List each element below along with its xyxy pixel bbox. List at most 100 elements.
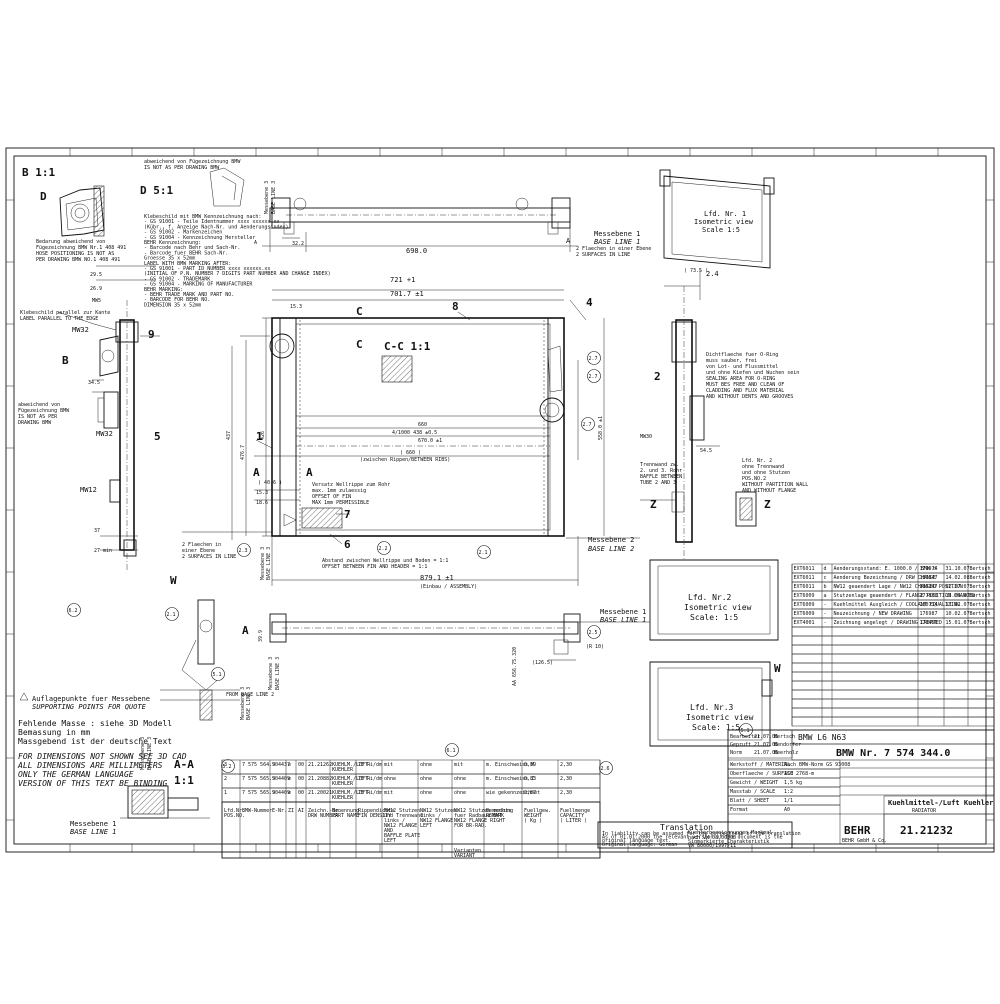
iso-view-1: Lfd. Nr. 1 Isometric view Scale 1:5	[659, 169, 775, 269]
pos2-line-5: WITHOUT PARTITION WALL	[742, 482, 808, 488]
deviation-left-line-3: HOSE POSITIONING IS NOT AS	[36, 251, 114, 257]
balloon-9: 9	[148, 328, 155, 341]
drawing-number: 21.21232	[900, 824, 953, 837]
pos2-line-4: POS.NO.2	[742, 476, 766, 482]
parts-header-cell: FOR BR-RAD.	[454, 823, 487, 829]
detail-aa-scale: 1:1	[174, 774, 194, 787]
parts-cell: 75 Ri/dm	[358, 762, 382, 768]
base-line-3-w-en: BASE LINE 3	[246, 687, 252, 720]
view-a-letter-bottom: A	[242, 624, 249, 637]
detail-d-label: D 5:1	[140, 184, 173, 197]
partition-line-2: 2. und 3. Rohr	[640, 468, 682, 474]
iso-1-title: Lfd. Nr. 1	[704, 210, 746, 218]
revision-cell: Bertsch	[970, 575, 991, 581]
dim-660: 660	[418, 422, 427, 428]
grid-ref-balloon: 2.7	[583, 422, 592, 428]
revision-cell: Aenderungsstand: E. 1000.0 / BMW d	[834, 566, 936, 572]
parts-header-cell: LEFT	[384, 838, 396, 844]
revision-cell: Bertsch	[970, 566, 991, 572]
revision-cell: EXT6011	[794, 575, 815, 581]
grid-ref-balloon: 2.7	[589, 374, 598, 380]
parts-cell: mit	[454, 762, 463, 768]
sign-row-label: Bearbeiter	[730, 734, 760, 740]
revision-cell: 176456	[920, 620, 938, 626]
iso-1-subtitle: Isometric view	[694, 218, 754, 226]
revision-cell: 13.02.07	[946, 602, 970, 608]
dim-34-5: 34.5	[88, 380, 100, 386]
balloon-4: 4	[586, 296, 593, 309]
iso-2-scale: Scale: 1:5	[690, 613, 738, 622]
missing-dims-line-4: FOR DIMENSIONS NOT SHOWN SEE 3D CAD	[18, 752, 187, 761]
revision-cell: 186347	[920, 584, 938, 590]
label-list: Klebeschild mit BMW Kennzeichnung nach:-…	[144, 214, 331, 308]
revision-cell: 186347	[920, 575, 938, 581]
parts-cell: 21.20021	[308, 790, 332, 796]
dim-37: 37	[94, 528, 100, 534]
parts-header-cell: Zeichn.-Nr.	[308, 808, 341, 814]
base-line-1-aa-en: BASE LINE 1	[70, 828, 116, 836]
parts-cell: KUEHLER	[332, 767, 354, 773]
behr-logo: BEHR	[844, 824, 871, 837]
title-field-label: Format	[730, 807, 748, 813]
parts-cell: e	[288, 776, 291, 782]
translation-box: Translation In liability can be assumed …	[597, 821, 801, 849]
dim-26-9: 26.9	[90, 286, 102, 292]
behr-company: BEHR GmbH & Co.	[842, 838, 887, 844]
parts-cell: KUEHLM./LUFT-	[332, 762, 371, 768]
right-side-view: ( 73.5 ) 2.4 2 Z Z MW30 54.5 Dichtflaech…	[640, 268, 808, 560]
sign-row-date: 21.07.06	[754, 734, 778, 740]
revision-cell: b	[824, 584, 827, 590]
mw-label-3: MW32	[96, 430, 113, 438]
label-note-group: abweichend von Fügezeichnung BMW IS NOT …	[144, 159, 331, 308]
sign-row-name: Beerholz	[774, 750, 798, 756]
parts-header-cell: Fuellmenge	[560, 808, 590, 814]
revision-cell: c	[824, 575, 827, 581]
section-c-letter-top: C	[356, 305, 363, 318]
parts-header-cell: Rippendichte	[358, 808, 394, 814]
dim-73: ( 73.5 )	[684, 268, 708, 274]
parts-header-cell: Fuellgew.	[524, 808, 551, 814]
two-surfaces-top-1: 2 Flaechen in einer Ebene	[576, 246, 651, 252]
two-surfaces-top-2: 2 SURFACES IN LINE	[576, 252, 630, 258]
iso-2-title: Lfd. Nr.2	[688, 593, 732, 602]
revision-cell: 176987	[920, 611, 938, 617]
translation-doc-title: Kuehlerbezeichnungen Merkmal	[688, 830, 772, 836]
dim-721: 721 +1	[390, 276, 415, 284]
parts-cell: wie gekennzeichnet	[486, 790, 540, 796]
title-field-label: Oberflaeche / SURFACE	[730, 771, 793, 777]
revision-cell: EXT6011	[794, 584, 815, 590]
lower-left-notes: Auflagepunkte fuer Messebene SUPPORTING …	[17, 692, 187, 788]
revision-cell: 10.02.07	[946, 611, 970, 617]
revision-cell: -	[824, 620, 827, 626]
parts-header-cell: AND	[384, 828, 393, 834]
section-cc-label: C-C 1:1	[384, 340, 431, 353]
base-line-3-aa-de: Messebene 3	[140, 737, 146, 770]
detail-d-letter: D	[40, 190, 47, 203]
parts-cell: m. Einschweiss M	[486, 762, 534, 768]
iso-1-scale: Scale 1:5	[702, 226, 740, 234]
label-list-line-1: Klebeschild mit BMW Kennzeichnung nach:	[144, 214, 261, 220]
parts-cell: 2,30	[560, 790, 572, 796]
parts-cell: ohne	[420, 790, 432, 796]
parts-cell: e	[288, 790, 291, 796]
translation-line-3: original language text.	[602, 838, 671, 844]
dim-r10: (R 10)	[586, 644, 604, 650]
grid-ref-balloon: 5.1	[213, 672, 222, 678]
parts-cell: e	[288, 762, 291, 768]
parts-cell: ohne	[454, 776, 466, 782]
parts-cell: 00	[298, 790, 304, 796]
missing-dims-line-7: VERSION OF THIS TEXT BE BINDING	[18, 779, 167, 788]
revision-cell: 02.07.07	[946, 584, 970, 590]
parts-cell: ohne	[384, 776, 396, 782]
parts-cell: S04437	[272, 762, 290, 768]
base-line-3-top-en: BASE LINE 3	[271, 181, 277, 214]
gap-note-2: OFFSET BETWEEN FIN AND HEADER = 1:1	[322, 564, 427, 570]
parts-header-cell: WEIGHT	[524, 813, 542, 819]
parts-cell: 7 575 564.9	[242, 762, 275, 768]
deviation-top-note: abweichend von Fügezeichnung BMW	[144, 159, 241, 165]
mw-label-4: MW12	[80, 486, 97, 494]
left-side-view	[57, 265, 160, 570]
dim-656: AA 656.75.320	[512, 647, 518, 686]
sign-row-name: Bendorfer	[774, 742, 801, 748]
from-base-line-2: FROM BASE LINE 2	[226, 692, 274, 698]
